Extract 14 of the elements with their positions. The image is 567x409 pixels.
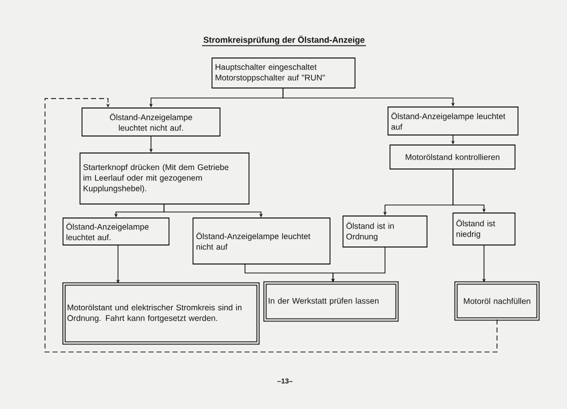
- result-box: Motoröl nachfüllen: [454, 281, 540, 321]
- process-box: Ölstand-Anzeigelampe leuchtet nicht auf: [192, 218, 330, 264]
- process-box: Starterknopf drücken (Mit dem Getriebe im Leerlauf oder mit gezogenem Kupplungshebel).: [80, 152, 250, 204]
- process-box: Ölstand-Anzeigelampe leuchtet auf: [388, 106, 518, 136]
- result-box: In der Werkstatt prüfen lassen: [263, 281, 399, 322]
- process-box: Ölstand-Anzeigelampe leuchtet auf.: [62, 218, 170, 246]
- process-box: Ölstand ist in Ordnung: [342, 216, 428, 248]
- process-box: Hauptschalter eingeschaltet Motorstoppschalter auf "RUN": [212, 58, 356, 88]
- process-box: Ölstand-Anzeigelampe leuchtet nicht auf.: [82, 108, 220, 136]
- title: Stromkreisprüfung der Ölstand-Anzeige: [204, 35, 364, 45]
- result-box: Motorölstant und elektrischer Stromkreis sind in Ordnung. Fahrt kann fortgesetzt werden.: [62, 282, 260, 345]
- process-box: Motorölstand kontrollieren: [390, 144, 516, 170]
- dashed-arrow: [44, 98, 498, 352]
- process-box: Ölstand ist niedrig: [452, 212, 516, 246]
